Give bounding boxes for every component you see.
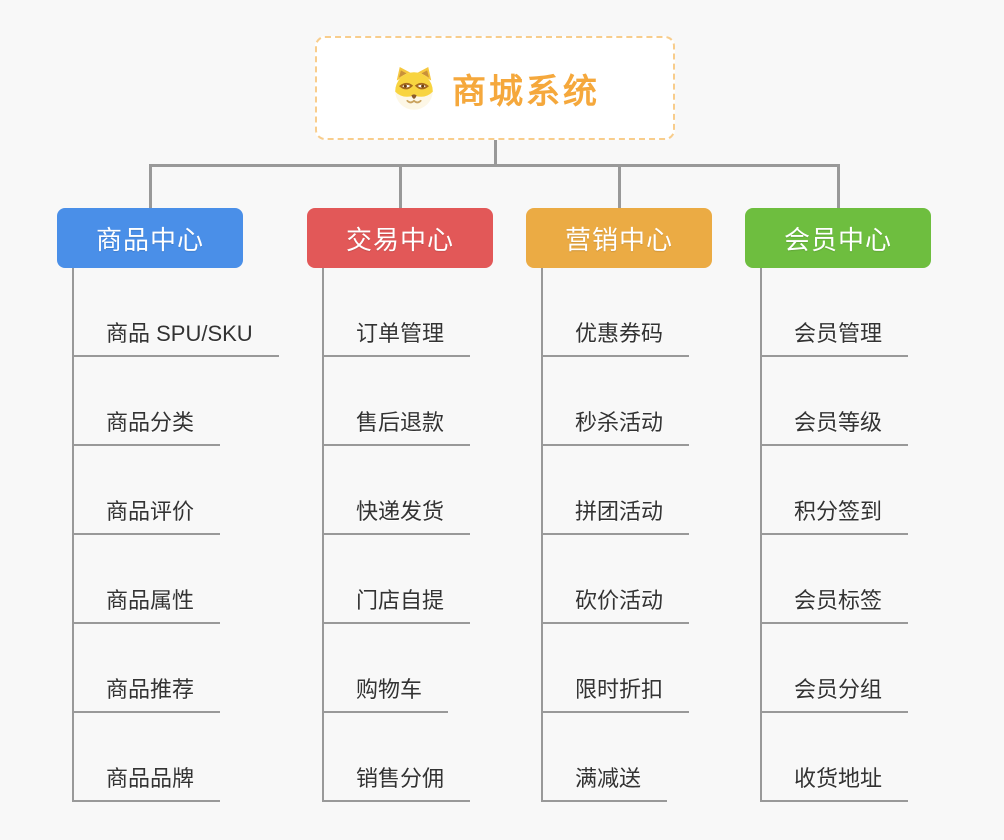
subtopic-label: 商品属性 <box>106 588 195 613</box>
connector-line <box>398 164 402 208</box>
connector-line <box>148 164 152 208</box>
subtopic-label: 快递发货 <box>356 499 445 524</box>
root-title: 商城系统 <box>452 72 600 111</box>
subtopic-node[interactable]: 会员标签 <box>760 582 909 624</box>
subtopic-label: 收货地址 <box>794 766 883 791</box>
subtopic-label: 商品 SPU/SKU <box>106 321 253 346</box>
subtopic-node[interactable]: 限时折扣 <box>541 671 690 713</box>
subtopic-label: 会员管理 <box>794 321 883 346</box>
branch-label: 会员中心 <box>783 224 892 255</box>
doge-icon <box>390 64 438 112</box>
subtopic-node[interactable]: 秒杀活动 <box>541 404 690 446</box>
subtopic-node[interactable]: 商品推荐 <box>72 671 221 713</box>
subtopic-label: 积分签到 <box>794 499 883 524</box>
connector-line <box>148 164 840 167</box>
branch-trunk-line <box>72 268 74 802</box>
subtopic-label: 售后退款 <box>356 410 445 435</box>
connector-line <box>493 140 497 167</box>
subtopic-node[interactable]: 会员分组 <box>760 671 909 713</box>
subtopic-label: 会员分组 <box>794 677 883 702</box>
subtopic-node[interactable]: 门店自提 <box>322 582 471 624</box>
branch-trunk-line <box>322 268 324 802</box>
subtopic-label: 会员标签 <box>794 588 883 613</box>
branch-trunk-line <box>541 268 543 802</box>
subtopic-label: 购物车 <box>356 677 423 702</box>
branch-node[interactable]: 会员中心 <box>745 208 931 268</box>
branch-label: 商品中心 <box>95 224 204 255</box>
subtopic-label: 商品分类 <box>106 410 195 435</box>
connector-line <box>836 164 840 208</box>
subtopic-label: 商品推荐 <box>106 677 195 702</box>
subtopic-label: 优惠券码 <box>575 321 664 346</box>
subtopic-node[interactable]: 快递发货 <box>322 493 471 535</box>
subtopic-label: 秒杀活动 <box>575 410 664 435</box>
branch-trunk-line <box>760 268 762 802</box>
subtopic-label: 满减送 <box>575 766 642 791</box>
subtopic-label: 会员等级 <box>794 410 883 435</box>
root-node[interactable]: 商城系统 <box>315 36 675 140</box>
subtopic-node[interactable]: 优惠券码 <box>541 315 690 357</box>
branch-node[interactable]: 营销中心 <box>526 208 712 268</box>
subtopic-node[interactable]: 商品评价 <box>72 493 221 535</box>
subtopic-label: 限时折扣 <box>575 677 664 702</box>
subtopic-node[interactable]: 会员等级 <box>760 404 909 446</box>
subtopic-node[interactable]: 商品分类 <box>72 404 221 446</box>
subtopic-label: 砍价活动 <box>575 588 664 613</box>
subtopic-label: 商品品牌 <box>106 766 195 791</box>
subtopic-node[interactable]: 会员管理 <box>760 315 909 357</box>
connector-line <box>617 164 621 208</box>
subtopic-node[interactable]: 购物车 <box>322 671 449 713</box>
subtopic-label: 商品评价 <box>106 499 195 524</box>
subtopic-label: 拼团活动 <box>575 499 664 524</box>
subtopic-label: 门店自提 <box>356 588 445 613</box>
subtopic-node[interactable]: 订单管理 <box>322 315 471 357</box>
subtopic-node[interactable]: 商品 SPU/SKU <box>72 315 279 357</box>
branch-node[interactable]: 商品中心 <box>57 208 243 268</box>
subtopic-label: 销售分佣 <box>356 766 445 791</box>
subtopic-node[interactable]: 商品属性 <box>72 582 221 624</box>
subtopic-node[interactable]: 砍价活动 <box>541 582 690 624</box>
branch-label: 交易中心 <box>345 224 454 255</box>
subtopic-node[interactable]: 商品品牌 <box>72 760 221 802</box>
subtopic-node[interactable]: 积分签到 <box>760 493 909 535</box>
subtopic-node[interactable]: 拼团活动 <box>541 493 690 535</box>
subtopic-node[interactable]: 销售分佣 <box>322 760 471 802</box>
branch-node[interactable]: 交易中心 <box>307 208 493 268</box>
branch-label: 营销中心 <box>564 224 673 255</box>
subtopic-node[interactable]: 售后退款 <box>322 404 471 446</box>
subtopic-node[interactable]: 满减送 <box>541 760 668 802</box>
subtopic-node[interactable]: 收货地址 <box>760 760 909 802</box>
subtopic-label: 订单管理 <box>356 321 445 346</box>
